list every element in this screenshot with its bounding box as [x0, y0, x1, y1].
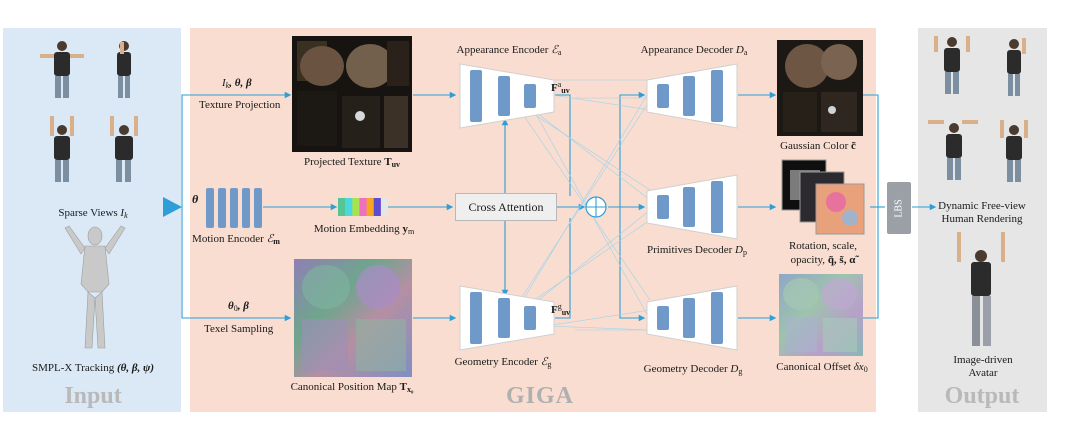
canonical-offset-label: Canonical Offset δx0 — [776, 361, 868, 374]
sparse-views-figures — [40, 41, 138, 182]
motion-encoder-blocks — [206, 188, 262, 228]
appearance-decoder-label: Appearance Decoder Da — [640, 44, 748, 57]
rotation-scale-line1: Rotation, scale, — [788, 240, 858, 252]
rotation-scale-line2: opacity, q̃, s̃, α̃ — [790, 254, 856, 266]
input-triangle — [163, 197, 182, 217]
dynamic-rendering-figures — [928, 36, 1028, 182]
motion-embedding-cell — [373, 198, 382, 216]
texture-projection-label: Texture Projection — [199, 99, 281, 111]
lbs-block: LBS — [887, 182, 911, 234]
figure-3 — [50, 116, 74, 182]
giga-title: GIGA — [505, 383, 575, 409]
geometry-decoder-shape — [646, 285, 738, 351]
dynamic-rendering-line1: Dynamic Free-view — [938, 200, 1026, 212]
image-driven-line1: Image-driven — [953, 354, 1013, 366]
motion-embedding-cell — [359, 198, 367, 216]
cross-attention-block: Cross Attention — [455, 193, 557, 221]
appearance-encoder-label: Appearance Encoder ℰa — [456, 44, 562, 57]
sparse-views-label: Sparse Views Ik — [58, 207, 128, 220]
primitives-decoder-shape — [646, 174, 738, 240]
projected-texture-image — [292, 36, 412, 152]
f-uv-geometry: Fguv — [551, 302, 571, 317]
motion-embedding-cell — [366, 198, 375, 216]
geometry-decoder-label: Geometry Decoder Dg — [643, 363, 743, 376]
f-uv-appearance: Fauv — [551, 80, 570, 95]
motion-embedding-cell — [338, 198, 346, 216]
appearance-encoder-shape — [459, 63, 555, 129]
primitives-decoder-label: Primitives Decoder Dp — [647, 244, 747, 257]
figure-4 — [110, 116, 138, 182]
projected-texture-label: Projected Texture Tuv — [303, 156, 401, 169]
output-title: Output — [944, 383, 1020, 409]
canonical-offset-image — [779, 274, 863, 356]
output-panel — [918, 28, 1047, 412]
theta-label: θ — [192, 192, 199, 206]
motion-encoder-label: Motion Encoder ℰm — [192, 233, 280, 246]
motion-embedding-cell — [352, 198, 360, 216]
image-driven-line2: Avatar — [968, 367, 998, 379]
appearance-decoder-shape — [646, 63, 738, 129]
dynamic-rendering-line2: Human Rendering — [941, 213, 1023, 225]
top-params: Ik, θ, β — [222, 77, 252, 90]
geometry-encoder-shape — [459, 285, 555, 351]
gaussian-color-label: Gaussian Color c̃ — [780, 140, 856, 152]
geometry-encoder-label: Geometry Encoder ℰg — [454, 356, 552, 369]
figure-2 — [117, 41, 131, 98]
bottom-params: θ0, β — [228, 300, 249, 313]
input-title: Input — [64, 383, 122, 409]
texel-sampling-label: Texel Sampling — [204, 323, 274, 335]
smplx-tracking-label: SMPL-X Tracking (θ, β, ψ) — [32, 362, 154, 374]
figure-1 — [40, 41, 84, 98]
canonical-position-map-image — [294, 259, 412, 377]
gaussian-color-image — [777, 40, 863, 136]
primitives-output-image — [780, 158, 866, 236]
motion-embedding-label: Motion Embedding ym — [313, 223, 415, 236]
image-driven-avatar-figure — [957, 232, 1005, 346]
motion-embedding-bar — [338, 198, 388, 216]
motion-embedding-cell — [345, 198, 353, 216]
motion-embedding-cell — [380, 198, 388, 216]
smplx-body-model — [64, 225, 126, 349]
canonical-position-map-label: Canonical Position Map Tx₀ — [290, 381, 414, 394]
